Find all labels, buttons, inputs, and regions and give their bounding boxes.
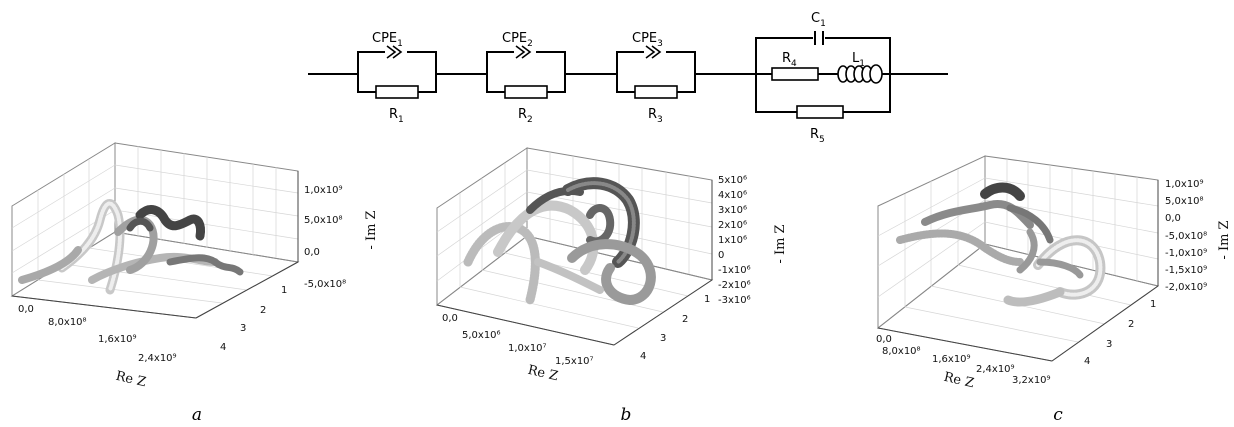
- y-tick: 2: [682, 314, 688, 325]
- label-r2: R2: [518, 107, 533, 125]
- z-tick: -1x10⁶: [718, 265, 751, 276]
- panel-a-z-label: - Im Z: [364, 210, 379, 249]
- z-tick: 2x10⁶: [718, 220, 747, 231]
- x-tick: 1,0x10⁷: [508, 343, 547, 354]
- x-tick: 3,2x10⁹: [1012, 375, 1051, 386]
- y-tick: 4: [1084, 356, 1090, 367]
- z-tick: -5,0x10⁸: [304, 279, 346, 290]
- panel-b-caption: b: [621, 405, 632, 425]
- z-tick: 5x10⁶: [718, 175, 747, 186]
- y-tick: 1: [704, 294, 710, 305]
- panel-b-x-ticks: 0,0 5,0x10⁶ 1,0x10⁷ 1,5x10⁷: [442, 313, 594, 367]
- label-r3: R3: [648, 107, 663, 125]
- panel-a-x-ticks: 0,0 8,0x10⁸ 1,6x10⁹ 2,4x10⁹: [18, 304, 177, 364]
- z-tick: -1,0x10⁹: [1165, 248, 1207, 259]
- panel-c-z-ticks: 1,0x10⁹ 5,0x10⁸ 0,0 -5,0x10⁸ -1,0x10⁹ -1…: [1165, 179, 1207, 293]
- panel-a-y-ticks: 1 2 3 4: [220, 285, 287, 353]
- panel-b: 5x10⁶ 4x10⁶ 3x10⁶ 2x10⁶ 1x10⁶ 0 -1x10⁶ -…: [435, 147, 788, 425]
- panel-c-caption: c: [1053, 405, 1063, 425]
- panel-b-y-ticks: 1 2 3 4: [640, 294, 710, 362]
- z-tick: 0,0: [304, 247, 320, 258]
- x-tick: 0,0: [18, 304, 34, 315]
- panel-c-y-ticks: 1 2 3 4: [1084, 299, 1156, 367]
- y-tick: 2: [260, 305, 266, 316]
- x-tick: 1,6x10⁹: [932, 354, 971, 365]
- z-tick: 0: [718, 250, 724, 261]
- inductor-l1: [837, 64, 883, 84]
- capacitor-c1: [813, 31, 825, 45]
- z-tick: -2x10⁶: [718, 280, 751, 291]
- label-c1: C1: [811, 11, 826, 29]
- y-tick: 1: [281, 285, 287, 296]
- label-r5: R5: [810, 127, 825, 145]
- resistor-r5: [796, 105, 844, 119]
- label-r1: R1: [389, 107, 404, 125]
- y-tick: 1: [1150, 299, 1156, 310]
- y-tick: 4: [220, 342, 226, 353]
- panel-b-z-ticks: 5x10⁶ 4x10⁶ 3x10⁶ 2x10⁶ 1x10⁶ 0 -1x10⁶ -…: [718, 175, 751, 306]
- panel-b-x-label: Re Z: [526, 363, 559, 385]
- x-tick: 1,6x10⁹: [98, 334, 137, 345]
- z-tick: 3x10⁶: [718, 205, 747, 216]
- resistor-r2: [504, 85, 548, 99]
- x-tick: 0,0: [876, 334, 892, 345]
- panel-c-z-label: - Im Z: [1217, 220, 1232, 259]
- x-tick: 0,0: [442, 313, 458, 324]
- panel-b-z-label: - Im Z: [773, 224, 788, 263]
- panel-a: 1,0x10⁹ 5,0x10⁸ 0,0 -5,0x10⁸ - Im Z 1 2 …: [10, 142, 379, 425]
- y-tick: 2: [1128, 319, 1134, 330]
- x-tick: 8,0x10⁸: [882, 346, 921, 357]
- x-tick: 8,0x10⁸: [48, 317, 87, 328]
- z-tick: 5,0x10⁸: [1165, 196, 1204, 207]
- z-tick: -2,0x10⁹: [1165, 282, 1207, 293]
- resistor-r4: [771, 67, 819, 81]
- panel-c: 1,0x10⁹ 5,0x10⁸ 0,0 -5,0x10⁸ -1,0x10⁹ -1…: [876, 155, 1232, 425]
- resistor-r1: [375, 85, 419, 99]
- z-tick: -3x10⁶: [718, 295, 751, 306]
- z-tick: -5,0x10⁸: [1165, 231, 1207, 242]
- x-tick: 1,5x10⁷: [555, 356, 594, 367]
- z-tick: 0,0: [1165, 213, 1181, 224]
- panel-c-x-ticks: 0,0 8,0x10⁸ 1,6x10⁹ 2,4x10⁹ 3,2x10⁹: [876, 334, 1051, 386]
- resistor-r3: [634, 85, 678, 99]
- z-tick: 1,0x10⁹: [304, 185, 343, 196]
- x-tick: 5,0x10⁶: [462, 330, 501, 341]
- z-tick: -1,5x10⁹: [1165, 265, 1207, 276]
- z-tick: 5,0x10⁸: [304, 215, 343, 226]
- panel-a-ribbons: [18, 199, 244, 295]
- label-cpe2: CPE2: [502, 31, 533, 49]
- z-tick: 1x10⁶: [718, 235, 747, 246]
- panel-a-z-ticks: 1,0x10⁹ 5,0x10⁸ 0,0 -5,0x10⁸: [304, 185, 346, 290]
- cpe-3-symbol: [644, 45, 666, 59]
- x-tick: 2,4x10⁹: [138, 353, 177, 364]
- panel-c-x-label: Re Z: [942, 370, 975, 392]
- label-r4: R4: [782, 51, 797, 69]
- panel-a-x-label: Re Z: [114, 369, 147, 391]
- label-l1: L1: [852, 51, 865, 69]
- panel-c-ribbons: [896, 182, 1106, 307]
- y-tick: 3: [660, 333, 666, 344]
- x-tick: 2,4x10⁹: [976, 364, 1015, 375]
- z-tick: 1,0x10⁹: [1165, 179, 1204, 190]
- label-cpe3: CPE3: [632, 31, 663, 49]
- y-tick: 4: [640, 351, 646, 362]
- y-tick: 3: [240, 323, 246, 334]
- y-tick: 3: [1106, 339, 1112, 350]
- label-cpe1: CPE1: [372, 31, 403, 49]
- cpe-2-symbol: [514, 45, 536, 59]
- panel-a-caption: a: [192, 405, 202, 425]
- cpe-1-symbol: [385, 45, 407, 59]
- panel-b-ribbons: [463, 177, 656, 306]
- z-tick: 4x10⁶: [718, 190, 747, 201]
